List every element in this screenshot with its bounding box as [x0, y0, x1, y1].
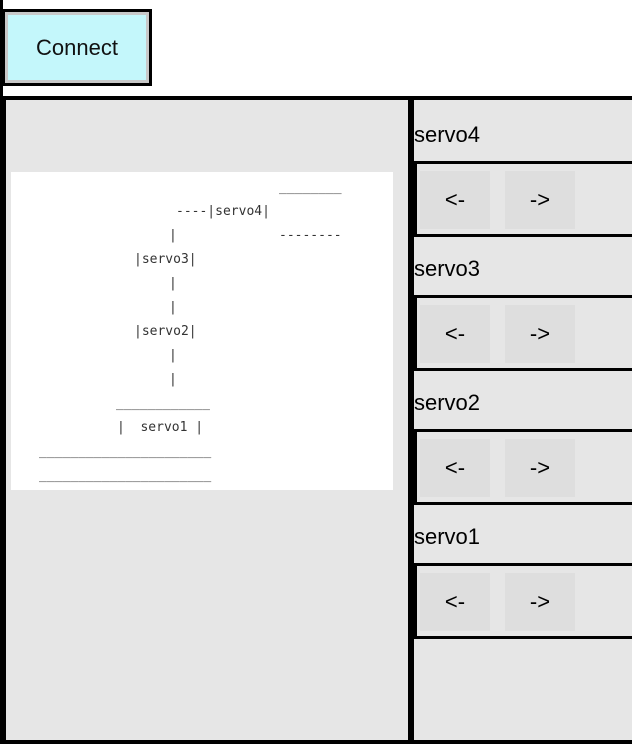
panel-divider [408, 100, 414, 740]
servo1-controls: <- -> [414, 563, 632, 639]
servo4-left-button[interactable]: <- [420, 171, 490, 229]
servo1-line: | servo1 | [117, 420, 204, 435]
servo3-label: servo3 [414, 256, 481, 281]
servo-controls-panel: servo4 <- -> servo3 <- -> servo2 <- -> s… [414, 100, 632, 740]
servo1-top-bar: ____________ [116, 396, 210, 411]
servo1-left-button[interactable]: <- [420, 573, 490, 631]
link-pipe: | [169, 276, 177, 291]
servo3-right-button[interactable]: -> [505, 305, 575, 363]
servo4-line: ----|servo4| [176, 204, 270, 219]
robot-arm-diagram: ________ ----|servo4| -------- | |servo3… [11, 172, 393, 490]
main-area: ________ ----|servo4| -------- | |servo3… [0, 96, 632, 744]
servo2-label: servo2 [414, 390, 481, 415]
servo4-label: servo4 [414, 122, 481, 147]
servo2-left-button[interactable]: <- [420, 439, 490, 497]
link-pipe: | [169, 228, 177, 243]
link-pipe: | [169, 348, 177, 363]
link-pipe: | [169, 300, 177, 315]
servo1-right-button[interactable]: -> [505, 573, 575, 631]
base-bar: ______________________ [39, 468, 212, 483]
servo2-controls: <- -> [414, 429, 632, 505]
servo2-line: |servo2| [134, 324, 197, 339]
servo4-right-button[interactable]: -> [505, 171, 575, 229]
servo3-line: |servo3| [134, 252, 197, 267]
servo4-controls: <- -> [414, 161, 632, 237]
diagram-panel: ________ ----|servo4| -------- | |servo3… [6, 100, 408, 740]
link-pipe: | [169, 372, 177, 387]
ascii-diagram: ________ ----|servo4| -------- | |servo3… [11, 172, 393, 490]
servo3-controls: <- -> [414, 295, 632, 371]
connect-button[interactable]: Connect [8, 15, 146, 80]
servo4-bottom-bar: -------- [279, 228, 342, 243]
connect-button-frame: Connect [2, 9, 152, 86]
servo3-left-button[interactable]: <- [420, 305, 490, 363]
servo2-right-button[interactable]: -> [505, 439, 575, 497]
base-bar: ______________________ [39, 444, 212, 459]
servo1-label: servo1 [414, 524, 481, 549]
top-left-border [0, 0, 3, 96]
servo4-top-bar: ________ [279, 180, 342, 195]
